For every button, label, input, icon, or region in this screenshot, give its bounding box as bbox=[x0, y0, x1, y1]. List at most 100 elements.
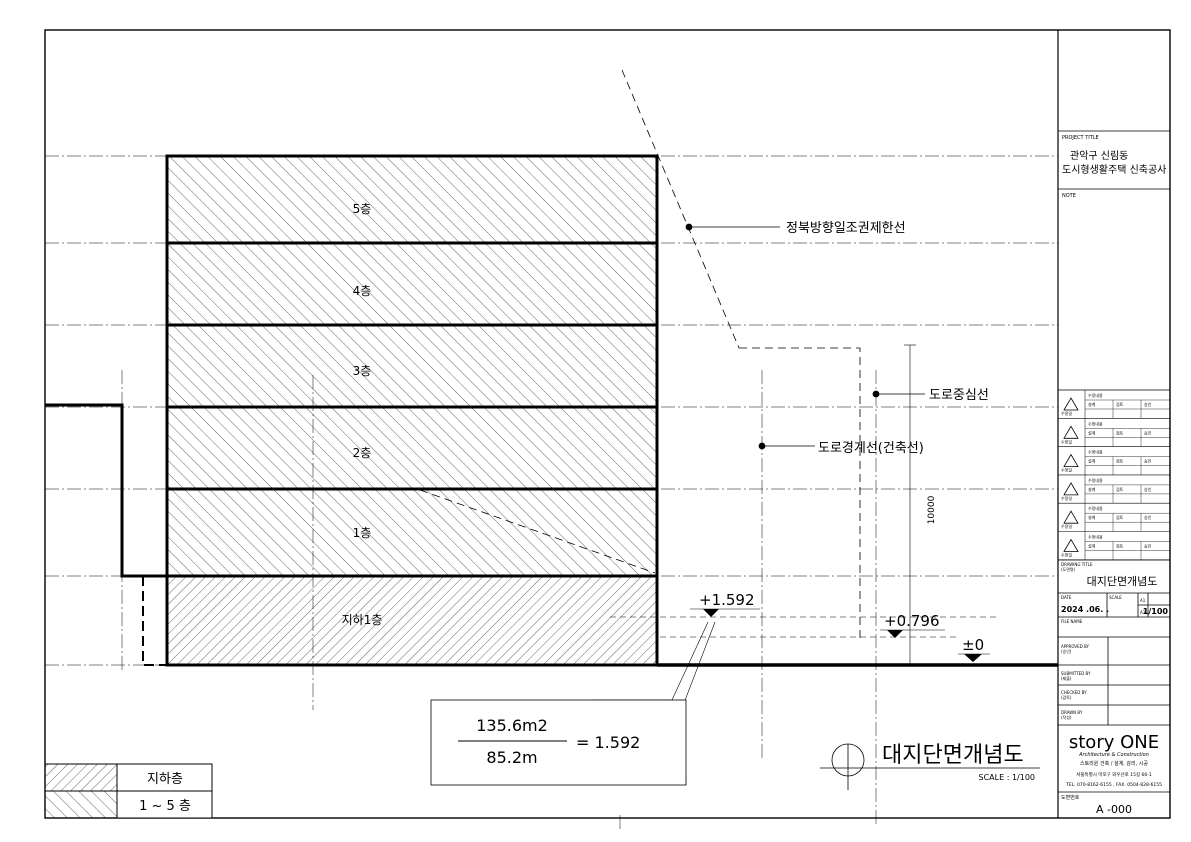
height-dimension-text: 10000 bbox=[927, 495, 937, 524]
revision-col-review: 검토 bbox=[1116, 543, 1124, 549]
revision-col-approve: 승인 bbox=[1144, 543, 1152, 549]
title-block-drawing-title: 대지단면개념도 bbox=[1087, 575, 1158, 588]
company-subtitle: Architecture & Construction bbox=[1078, 752, 1149, 758]
sunlight-limit-line bbox=[621, 69, 740, 349]
date-label: DATE bbox=[1061, 595, 1072, 600]
revision-date-label: 수정일 bbox=[1061, 495, 1072, 501]
floor-label-basement: 지하1층 bbox=[342, 613, 383, 627]
floor-4 bbox=[165, 241, 659, 327]
revision-head: 수정내용 bbox=[1088, 449, 1103, 455]
drawing-title-label: DRAWING TITLE bbox=[1061, 562, 1093, 567]
revision-date-label: 수정일 bbox=[1061, 552, 1072, 558]
drawing-scale-label: SCALE : 1/100 bbox=[979, 773, 1035, 782]
formula-numerator: 135.6m2 bbox=[476, 716, 548, 735]
level-text-avg: +1.592 bbox=[699, 591, 755, 609]
project-title-line2: 도시형생활주택 신축공사 bbox=[1062, 163, 1166, 176]
project-title-label: PROJECT TITLE bbox=[1062, 135, 1099, 141]
revision-col-review: 검토 bbox=[1116, 514, 1124, 520]
floor-label-2: 2층 bbox=[353, 446, 372, 460]
revision-triangle-icon bbox=[1063, 482, 1079, 496]
revision-col-approve: 승인 bbox=[1144, 486, 1152, 492]
drawing-title-sub: (도면명) bbox=[1061, 566, 1076, 572]
revision-triangle-icon bbox=[1063, 510, 1079, 524]
drawing-title-main: 대지단면개념도 bbox=[882, 743, 1024, 768]
revision-col-design: 설계 bbox=[1088, 514, 1096, 520]
checked-label: CHECKED BY bbox=[1061, 690, 1087, 695]
revision-triangle-icon bbox=[1063, 538, 1079, 552]
sheet-border bbox=[44, 29, 1171, 819]
paper-a1: A1 bbox=[1140, 598, 1146, 603]
submitted-sub: (제출) bbox=[1061, 675, 1072, 681]
setback-dashed-line bbox=[739, 347, 861, 640]
drawn-sub: (작성) bbox=[1061, 714, 1072, 720]
approved-sub: (승인) bbox=[1061, 648, 1072, 654]
revision-col-review: 검토 bbox=[1116, 429, 1124, 435]
revision-triangle-icon bbox=[1063, 425, 1079, 439]
paper-a3: A3 bbox=[1140, 610, 1146, 615]
road-boundary-label: 도로경계선(건축선) bbox=[818, 441, 924, 456]
road-center-label: 도로중심선 bbox=[929, 388, 989, 403]
revision-col-approve: 승인 bbox=[1144, 514, 1152, 520]
level-marker-zero bbox=[964, 654, 982, 662]
revision-col-review: 검토 bbox=[1116, 486, 1124, 492]
floor-label-4: 4층 bbox=[353, 284, 372, 298]
level-text-mid: +0.796 bbox=[884, 612, 940, 630]
formula-box bbox=[430, 699, 687, 786]
sloped-dashed-line bbox=[419, 489, 656, 574]
revision-head: 수정내용 bbox=[1088, 505, 1103, 511]
revision-date-label: 수정일 bbox=[1061, 523, 1072, 529]
legend-label-floors: 1 ~ 5 층 bbox=[139, 799, 191, 814]
legend: 지하층 1 ~ 5 층 bbox=[44, 763, 213, 819]
revision-col-design: 설계 bbox=[1088, 486, 1096, 492]
revision-col-approve: 승인 bbox=[1144, 401, 1152, 407]
revision-triangle-icon bbox=[1063, 453, 1079, 468]
company-kr: 스토리원 건축 / 설계, 감리, 시공 bbox=[1080, 760, 1148, 767]
legend-swatch-basement bbox=[44, 763, 118, 792]
revision-col-design: 설계 bbox=[1088, 543, 1096, 549]
revision-head: 수정내용 bbox=[1088, 420, 1103, 426]
revision-head: 수정내용 bbox=[1088, 534, 1103, 540]
revision-triangle-icon bbox=[1063, 397, 1079, 411]
project-title-line1: 관악구 신림동 bbox=[1070, 150, 1128, 162]
revision-date-label: 수정일 bbox=[1061, 438, 1072, 444]
approved-label: APPROVED BY bbox=[1061, 644, 1090, 649]
drawing-no: A -000 bbox=[1096, 803, 1132, 816]
drawing-no-label: 도면번호 bbox=[1061, 794, 1080, 801]
legend-swatch-floors bbox=[44, 790, 118, 819]
revision-col-design: 설계 bbox=[1088, 429, 1096, 435]
file-name-label: FILE NAME bbox=[1061, 619, 1083, 624]
ground-line-left bbox=[45, 403, 167, 578]
revision-col-review: 검토 bbox=[1116, 458, 1124, 464]
basement-dashed-outline bbox=[142, 576, 167, 666]
company-address: 서울특별시 마포구 와우산로 15길 66-1 bbox=[1076, 771, 1152, 778]
floor-1 bbox=[165, 487, 659, 578]
revision-col-approve: 승인 bbox=[1144, 458, 1152, 464]
legend-label-basement: 지하층 bbox=[147, 772, 183, 787]
revision-col-design: 설계 bbox=[1088, 458, 1096, 464]
revision-date-label: 수정일 bbox=[1061, 410, 1072, 416]
revision-head: 수정내용 bbox=[1088, 392, 1103, 398]
revision-head: 수정내용 bbox=[1088, 477, 1103, 483]
revision-col-review: 검토 bbox=[1116, 401, 1124, 407]
floor-label-3: 3층 bbox=[353, 364, 372, 378]
drawn-label: DRAWN BY bbox=[1061, 710, 1083, 715]
company-contact: TEL. 070-8162-6155 , FAX. 0504-828-6155 bbox=[1065, 782, 1162, 788]
revision-col-approve: 승인 bbox=[1144, 429, 1152, 435]
formula-denominator: 85.2m bbox=[486, 748, 537, 767]
sunlight-limit-label: 정북방향일조권제한선 bbox=[786, 221, 906, 236]
date-value: 2024 .06. . bbox=[1061, 605, 1109, 614]
formula-result: = 1.592 bbox=[576, 733, 640, 752]
floor-3 bbox=[165, 323, 659, 409]
scale-label: SCALE bbox=[1109, 595, 1122, 600]
floor-5 bbox=[165, 154, 659, 245]
revision-date-label: 수정일 bbox=[1061, 467, 1072, 473]
floor-label-1: 1층 bbox=[353, 526, 372, 540]
floor-blocks bbox=[165, 154, 659, 667]
submitted-label: SUBMITTED BY bbox=[1061, 671, 1091, 676]
level-marker-mid bbox=[887, 630, 903, 638]
scale-value: 1/100 bbox=[1143, 607, 1169, 616]
checked-sub: (검토) bbox=[1061, 694, 1072, 700]
floor-label-5: 5층 bbox=[353, 202, 372, 216]
revision-col-design: 설계 bbox=[1088, 401, 1096, 407]
